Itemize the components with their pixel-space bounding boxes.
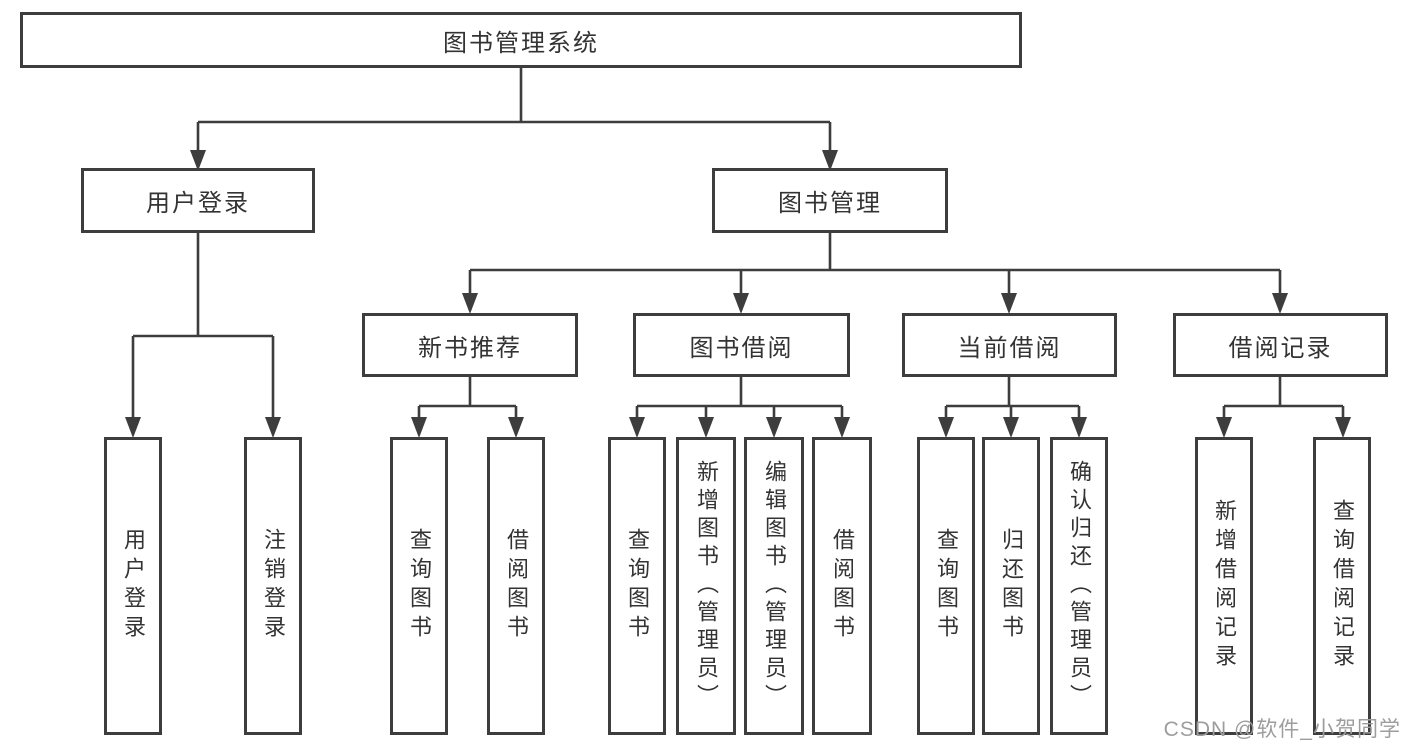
node-user-login-leaf: 用户登录 — [104, 437, 162, 735]
node-label: 借阅图书 — [830, 528, 855, 644]
arrow-down-icon — [265, 417, 281, 438]
arrow-down-icon — [125, 417, 141, 438]
node-edit-books-admin: 编辑图书（管理员） — [744, 437, 804, 735]
node-label: 查询图书 — [934, 528, 959, 644]
arrow-down-icon — [1335, 417, 1351, 438]
node-label: 查询图书 — [625, 528, 650, 644]
node-label: 用户登录 — [146, 190, 250, 217]
arrow-down-icon — [629, 417, 645, 438]
node-query-books-recommend: 查询图书 — [390, 437, 448, 735]
arrow-down-icon — [938, 417, 954, 438]
node-add-borrow-record: 新增借阅记录 — [1195, 437, 1253, 735]
arrow-down-icon — [733, 293, 749, 314]
node-label: 借阅记录 — [1228, 334, 1333, 362]
arrow-down-icon — [698, 417, 714, 438]
node-confirm-return-admin: 确认归还（管理员） — [1050, 437, 1108, 735]
node-library-management-system: 图书管理系统 — [20, 12, 1022, 68]
node-logout: 注销登录 — [244, 437, 302, 735]
arrow-down-icon — [508, 417, 524, 438]
node-borrow-books-recommend: 借阅图书 — [487, 437, 545, 735]
node-book-management: 图书管理 — [712, 168, 948, 233]
node-label: 借阅图书 — [504, 528, 529, 644]
arrow-down-icon — [190, 150, 206, 171]
node-label: 归还图书 — [999, 528, 1024, 644]
node-label: 确认归还（管理员） — [1067, 460, 1092, 712]
arrow-down-icon — [1071, 417, 1087, 438]
arrow-down-icon — [1001, 293, 1017, 314]
node-label: 新书推荐 — [418, 334, 522, 362]
arrow-down-icon — [411, 417, 427, 438]
node-query-borrow-record: 查询借阅记录 — [1313, 437, 1371, 735]
node-label: 查询图书 — [407, 528, 432, 644]
arrow-down-icon — [766, 417, 782, 438]
node-return-books: 归还图书 — [982, 437, 1040, 735]
node-query-books-current: 查询图书 — [917, 437, 975, 735]
node-add-books-admin: 新增图书（管理员） — [676, 437, 736, 735]
node-book-borrowing: 图书借阅 — [633, 313, 850, 377]
node-label: 当前借阅 — [957, 334, 1062, 362]
node-label: 查询借阅记录 — [1330, 499, 1355, 673]
arrow-down-icon — [834, 417, 850, 438]
node-user-login: 用户登录 — [81, 168, 315, 233]
arrow-down-icon — [1003, 417, 1019, 438]
arrow-down-icon — [822, 150, 838, 171]
node-current-borrowing: 当前借阅 — [902, 313, 1117, 377]
node-borrowing-records: 借阅记录 — [1173, 313, 1388, 377]
node-label: 图书借阅 — [689, 334, 794, 362]
arrow-down-icon — [1272, 293, 1288, 314]
arrow-down-icon — [1216, 417, 1232, 438]
node-label: 注销登录 — [261, 528, 286, 644]
node-query-books-borrowing: 查询图书 — [608, 437, 666, 735]
node-new-book-recommendation: 新书推荐 — [362, 313, 578, 377]
node-label: 新增图书（管理员） — [694, 460, 719, 712]
connector-paths — [131, 68, 1345, 419]
node-label: 图书管理系统 — [443, 29, 599, 57]
node-borrow-books-borrowing: 借阅图书 — [812, 437, 872, 735]
node-label: 编辑图书（管理员） — [762, 460, 787, 712]
arrowhead-icons — [125, 150, 1351, 438]
arrow-down-icon — [462, 293, 478, 314]
node-label: 图书管理 — [778, 190, 882, 217]
watermark: CSDN @软件_小贺同学 — [1163, 718, 1401, 741]
node-label: 用户登录 — [121, 528, 146, 644]
node-label: 新增借阅记录 — [1212, 499, 1237, 673]
